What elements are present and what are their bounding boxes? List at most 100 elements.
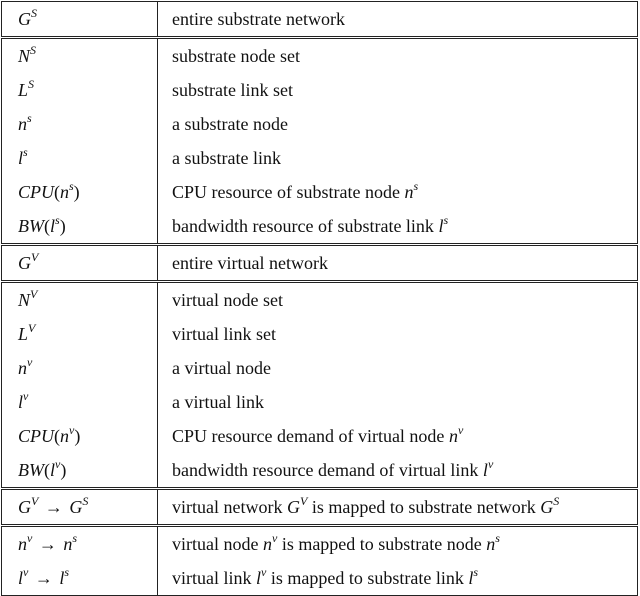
description-text: a virtual node: [172, 357, 271, 378]
symbol-cell: nv → ns: [1, 524, 158, 561]
table-row: CPU(ns)CPU resource of substrate node ns: [1, 175, 638, 209]
symbol-cell: nv: [1, 351, 158, 385]
description-text: a substrate node: [172, 113, 288, 134]
math-term: ns: [63, 532, 77, 554]
description-cell: a substrate link: [157, 141, 638, 175]
math-base: G: [540, 496, 554, 517]
math-term: nv: [448, 424, 463, 446]
math-sup: s: [495, 530, 500, 545]
math-sup: v: [27, 530, 33, 545]
symbol-arg-base: n: [60, 181, 69, 202]
table-row: nv a virtual node: [1, 351, 638, 385]
symbol-cell: LV: [1, 317, 158, 351]
symbol-expression: ns: [18, 110, 32, 134]
table-row: GV entire virtual network: [1, 243, 638, 282]
math-base: n: [18, 533, 27, 554]
description-cell: substrate link set: [157, 73, 638, 107]
math-base: G: [69, 496, 83, 517]
math-term: nv: [262, 530, 278, 554]
symbol-cell: NS: [1, 36, 158, 73]
symbol-arg-sup: s: [55, 212, 60, 227]
symbol-base: G: [18, 252, 31, 273]
math-term: ns: [486, 530, 500, 554]
symbol-cell: CPU(nv): [1, 419, 158, 453]
paren-close: ): [60, 459, 67, 480]
math-sup: v: [271, 530, 278, 545]
paren-open: (: [44, 215, 50, 236]
math-base: n: [404, 181, 414, 202]
mapping-arrow: →: [34, 567, 53, 588]
symbol-arg-sup: v: [69, 422, 75, 437]
paren-close: ): [59, 215, 66, 236]
symbol-sup: S: [31, 5, 37, 20]
math-term: ls: [468, 566, 478, 588]
symbol-base: l: [18, 147, 24, 168]
symbol-base: n: [18, 113, 27, 134]
math-term: lv: [18, 566, 28, 588]
symbol-function: BW: [18, 215, 44, 236]
symbol-sup: s: [27, 110, 32, 125]
math-base: G: [286, 496, 300, 517]
symbol-cell: BW(ls): [1, 209, 158, 245]
description-text: virtual node set: [172, 289, 283, 310]
description-cell: a virtual link: [157, 385, 638, 419]
description-text: substrate link set: [172, 79, 293, 100]
symbol-arg-base: l: [50, 459, 56, 480]
math-base: n: [448, 425, 458, 446]
symbol-cell: BW(lv): [1, 453, 158, 489]
description-cell: virtual link lv is mapped to substrate l…: [157, 561, 638, 596]
math-sup: s: [413, 178, 419, 193]
math-base: l: [256, 567, 262, 588]
math-sup: v: [487, 456, 494, 471]
math-base: n: [262, 533, 272, 554]
symbol-expression: GV: [18, 251, 38, 273]
symbol-expression: ls: [18, 144, 28, 168]
symbol-expression: lv: [18, 388, 29, 412]
description-cell: entire virtual network: [157, 243, 638, 282]
symbol-cell: LS: [1, 73, 158, 107]
description-text: CPU resource of substrate node: [172, 181, 400, 202]
symbol-expression: BW(ls): [18, 212, 66, 236]
symbol-cell: GV: [1, 243, 158, 282]
symbol-base: N: [18, 45, 31, 66]
description-cell: virtual link set: [157, 317, 638, 351]
mapping-arrow: →: [44, 496, 63, 517]
math-term: GS: [69, 495, 88, 517]
symbol-cell: lv → ls: [1, 561, 158, 596]
symbol-arg-base: n: [60, 425, 69, 446]
symbol-expression: lv → ls: [18, 566, 69, 588]
symbol-cell: NV: [1, 280, 158, 317]
symbol-expression: CPU(ns): [18, 180, 80, 202]
description-cell: bandwidth resource of substrate link ls: [157, 209, 638, 245]
table-row: LS substrate link set: [1, 73, 638, 107]
description-text: bandwidth resource demand of virtual lin…: [172, 459, 479, 480]
symbol-sup: s: [23, 144, 28, 159]
table-row: BW(ls) bandwidth resource of substrate li…: [1, 209, 638, 245]
description-cell: bandwidth resource demand of virtual lin…: [157, 453, 638, 489]
symbol-arg-sup: v: [55, 456, 61, 471]
description-text: CPU resource demand of virtual node: [172, 425, 445, 446]
math-sup: V: [31, 493, 39, 508]
symbol-expression: BW(lv): [18, 456, 67, 480]
symbol-expression: nv: [18, 356, 32, 378]
paren-open: (: [54, 181, 60, 202]
symbol-cell: ns: [1, 107, 158, 141]
math-term: ns: [404, 178, 419, 202]
description-cell: entire substrate network: [157, 1, 638, 38]
symbol-sup: v: [23, 388, 29, 403]
math-base: l: [468, 567, 474, 588]
description-text: a substrate link: [172, 147, 281, 168]
paren-open: (: [44, 459, 50, 480]
symbol-sup: V: [30, 286, 38, 301]
symbol-arg-base: l: [50, 215, 56, 236]
math-base: G: [18, 496, 31, 517]
symbol-base: n: [18, 357, 27, 378]
symbol-function: CPU: [18, 425, 54, 446]
